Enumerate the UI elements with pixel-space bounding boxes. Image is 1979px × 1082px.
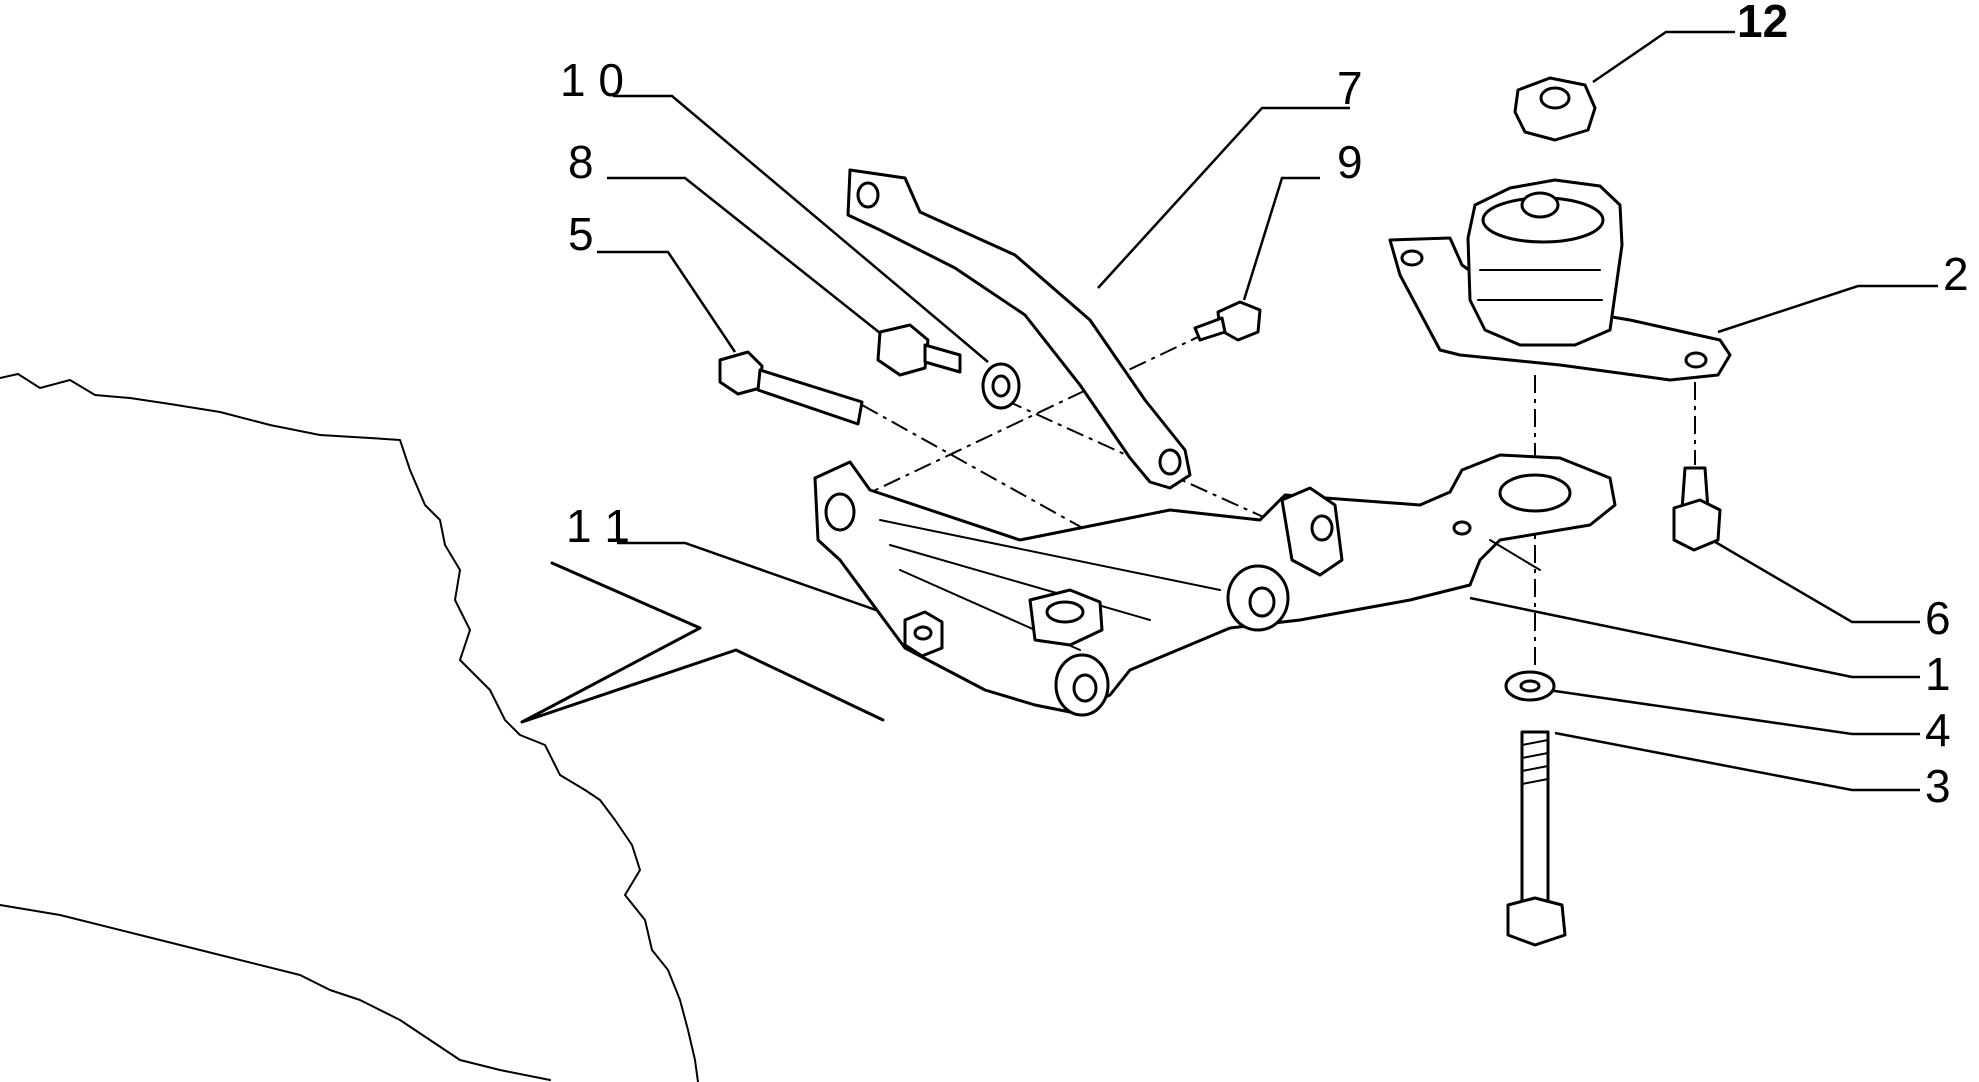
callout-10: 1 0: [560, 54, 624, 106]
screw-part-9: [1193, 300, 1262, 342]
transmission-housing-lower-edge: [0, 904, 551, 1081]
washer-part-4: [1504, 670, 1556, 702]
callout-11: 1 1: [566, 500, 630, 552]
callout-4: 4: [1925, 704, 1951, 756]
bolt-part-8: [876, 323, 962, 377]
callout-2: 2: [1943, 248, 1969, 300]
leader-lines: [597, 30, 1938, 792]
callout-5: 5: [568, 208, 594, 260]
callout-9: 9: [1337, 136, 1363, 188]
screw-part-6: [1672, 466, 1722, 552]
tie-rod-part-7: [846, 168, 1192, 490]
engine-mount-part-2: [1388, 178, 1732, 382]
callout-labels: 1 2 3 4 5 6 7 8 9 1 0 1 1 12: [560, 0, 1969, 812]
callout-6: 6: [1925, 592, 1951, 644]
nut-part-11: [903, 610, 944, 658]
callout-12: 12: [1737, 0, 1788, 47]
bolt-part-3: [1506, 730, 1567, 947]
callout-8: 8: [568, 136, 594, 188]
direction-arrow-icon: [520, 561, 885, 724]
long-bolt-part-5: [718, 350, 864, 426]
callout-1: 1: [1925, 648, 1951, 700]
washer-part-10: [981, 362, 1021, 410]
callout-7: 7: [1337, 62, 1363, 114]
transmission-housing-outline: [0, 373, 699, 1082]
support-bracket-part-1: [813, 453, 1617, 717]
nut-part-12: [1513, 76, 1597, 142]
callout-3: 3: [1925, 760, 1951, 812]
